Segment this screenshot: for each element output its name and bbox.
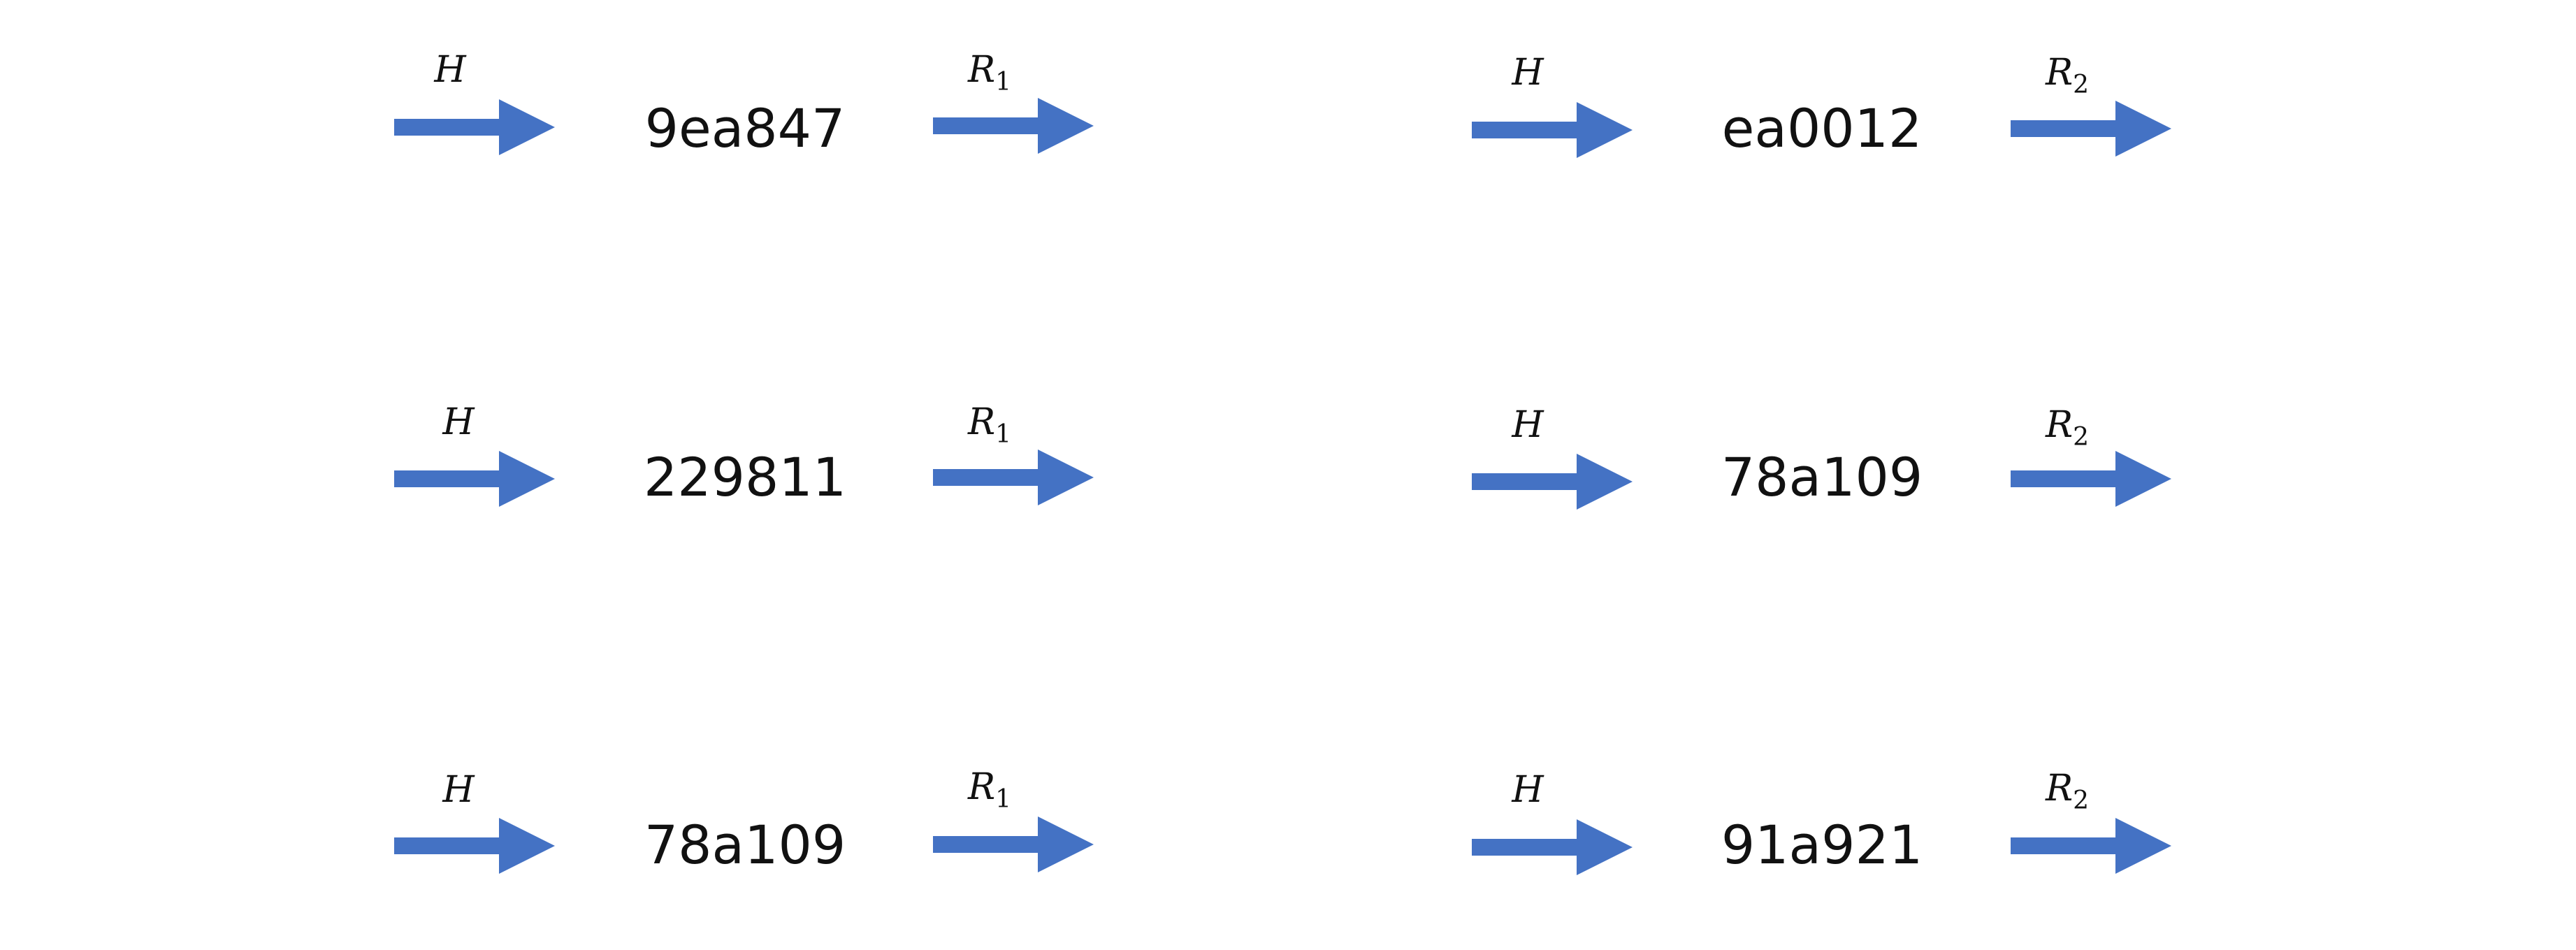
edge-label-row0-4: R2 — [2045, 52, 2090, 99]
node-row1-word-1: no — [173, 445, 240, 508]
arrow-row0-3 — [1472, 102, 1633, 158]
node-row0-word-2: is — [1261, 96, 1305, 159]
edge-label-row0-2: R1 — [967, 49, 1012, 96]
arrow-row2-4 — [2011, 818, 2171, 874]
edge-label-row2-2: R1 — [967, 766, 1012, 814]
node-row1-word-3: merge — [2275, 445, 2447, 508]
edge-label-row1-3: H — [1512, 404, 1544, 446]
arrow-row2-3 — [1472, 819, 1633, 875]
arrow-row1-2 — [933, 449, 1094, 505]
arrow-row1-4 — [2011, 451, 2171, 507]
edge-label-row0-3: H — [1512, 52, 1544, 94]
node-row0-hash-2: ea0012 — [1721, 96, 1923, 159]
arrow-row0-1 — [394, 99, 555, 155]
edge-label-row2-4: R2 — [2045, 768, 2090, 815]
arrow-row0-4 — [2011, 101, 2171, 157]
node-row2-word-1: more — [137, 813, 275, 876]
edge-label-row2-3: H — [1512, 769, 1544, 811]
node-row2-hash-1: 78a109 — [644, 813, 846, 876]
node-row2-word-2: hahaha — [1183, 813, 1383, 876]
edge-label-row1-2: R1 — [967, 401, 1012, 449]
node-row1-hash-1: 229811 — [643, 445, 847, 508]
arrow-row2-1 — [394, 818, 555, 874]
node-row2-word-3: good — [2294, 813, 2427, 876]
arrow-row2-2 — [933, 816, 1094, 872]
edge-label-row0-1: H — [434, 49, 466, 91]
edge-label-row2-1: H — [442, 769, 475, 811]
arrow-row1-1 — [394, 451, 555, 507]
node-row2-hash-2: 91a921 — [1721, 813, 1923, 876]
arrow-row1-3 — [1472, 454, 1633, 510]
node-row0-hash-1: 9ea847 — [644, 96, 846, 159]
node-row1-hash-2: 78a109 — [1721, 445, 1923, 508]
arrow-row0-2 — [933, 98, 1094, 154]
edge-label-row1-1: H — [442, 401, 475, 443]
node-row0-word-3: handsome — [2221, 96, 2501, 159]
node-row1-word-2: more — [1214, 445, 1352, 508]
node-row0-word-1: William — [108, 96, 304, 159]
edge-label-row1-4: R2 — [2045, 404, 2090, 452]
